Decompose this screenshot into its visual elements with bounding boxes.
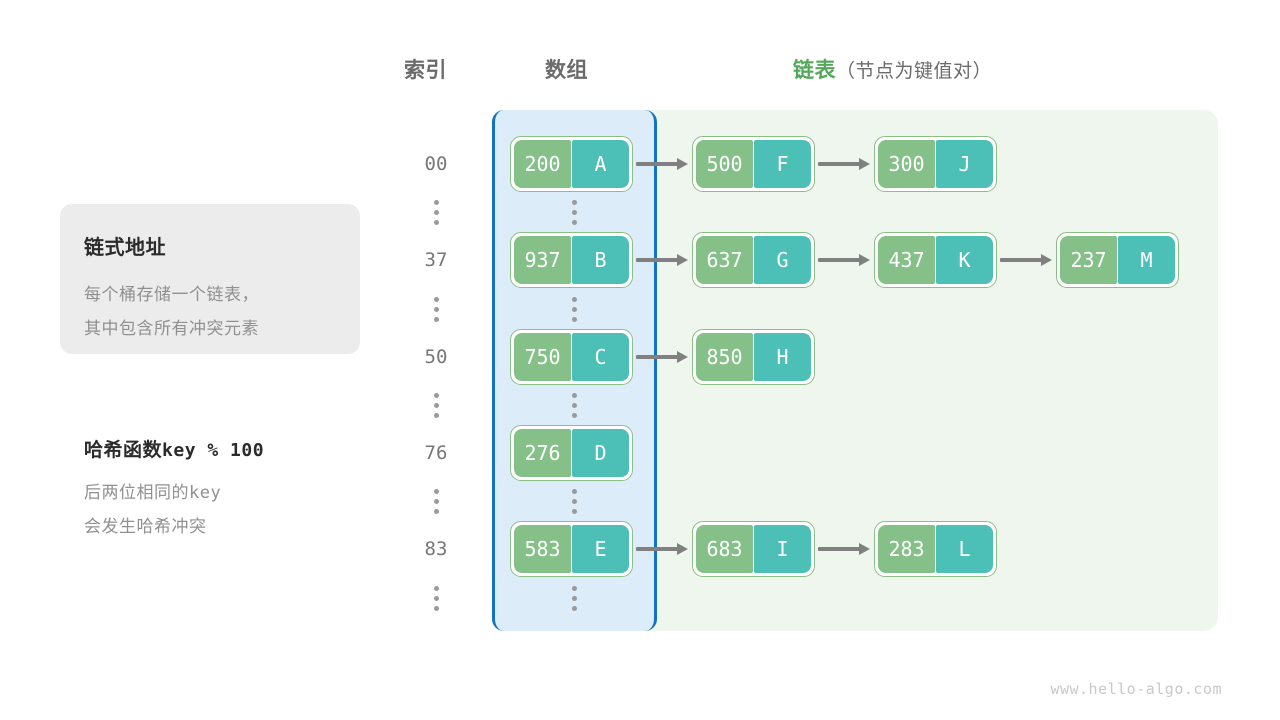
vertical-ellipsis-icon	[571, 393, 577, 418]
vertical-ellipsis-icon	[433, 393, 439, 418]
node-value: G	[754, 236, 811, 284]
vertical-ellipsis-icon	[571, 297, 577, 322]
node-value: E	[572, 525, 629, 573]
index-label-00: 00	[424, 153, 448, 175]
hash-function-title: 哈希函数key % 100	[84, 435, 264, 462]
next-pointer-arrow	[818, 158, 870, 170]
next-pointer-arrow	[636, 254, 688, 266]
hash-function-line-2: 会发生哈希冲突	[84, 517, 207, 536]
next-pointer-arrow	[636, 158, 688, 170]
annotation-card-chaining: 链式地址 每个桶存储一个链表， 其中包含所有冲突元素	[60, 204, 360, 354]
next-pointer-arrow	[636, 543, 688, 555]
node-value: K	[936, 236, 993, 284]
vertical-ellipsis-icon	[433, 297, 439, 322]
node-key: 683	[696, 525, 753, 573]
next-pointer-arrow	[818, 543, 870, 555]
column-heading-index: 索引	[404, 59, 447, 82]
node-key: 750	[514, 333, 571, 381]
node-value: J	[936, 140, 993, 188]
hash-function-label: 哈希函数	[84, 440, 163, 461]
vertical-ellipsis-icon	[571, 489, 577, 514]
node-key: 276	[514, 429, 571, 477]
node-value: L	[936, 525, 993, 573]
hash-function-line-1-mono: key	[189, 483, 222, 503]
next-pointer-arrow	[1000, 254, 1052, 266]
linked-list-label: 链表	[793, 59, 836, 82]
node-key: 637	[696, 236, 753, 284]
column-heading-linked-list: 链表（节点为键值对）	[793, 54, 992, 84]
node-value: A	[572, 140, 629, 188]
column-heading-array: 数组	[545, 59, 588, 82]
node-key: 237	[1060, 236, 1117, 284]
index-label-37: 37	[424, 249, 448, 271]
next-pointer-arrow	[636, 351, 688, 363]
watermark: www.hello-algo.com	[1050, 680, 1222, 698]
node-value: B	[572, 236, 629, 284]
node-key: 300	[878, 140, 935, 188]
vertical-ellipsis-icon	[433, 586, 439, 611]
hash-function-expression: key % 100	[162, 440, 265, 461]
vertical-ellipsis-icon	[433, 489, 439, 514]
vertical-ellipsis-icon	[433, 200, 439, 225]
node-value: F	[754, 140, 811, 188]
annotation-card-title: 链式地址	[84, 237, 166, 259]
vertical-ellipsis-icon	[571, 200, 577, 225]
node-value: C	[572, 333, 629, 381]
node-key: 937	[514, 236, 571, 284]
node-key: 500	[696, 140, 753, 188]
annotation-card-line-1: 每个桶存储一个链表，	[84, 285, 259, 304]
node-key: 200	[514, 140, 571, 188]
index-label-76: 76	[424, 442, 448, 464]
next-pointer-arrow	[818, 254, 870, 266]
node-value: H	[754, 333, 811, 381]
linked-list-sublabel: （节点为键值对）	[836, 61, 993, 82]
index-label-83: 83	[424, 538, 448, 560]
node-value: I	[754, 525, 811, 573]
annotation-card-line-2: 其中包含所有冲突元素	[84, 319, 259, 338]
vertical-ellipsis-icon	[571, 586, 577, 611]
node-value: D	[572, 429, 629, 477]
node-value: M	[1118, 236, 1175, 284]
index-label-50: 50	[424, 346, 448, 368]
annotation-hash-function: 哈希函数key % 100 后两位相同的key 会发生哈希冲突	[84, 435, 264, 537]
node-key: 283	[878, 525, 935, 573]
hash-function-line-1: 后两位相同的key	[84, 478, 264, 503]
node-key: 583	[514, 525, 571, 573]
node-key: 850	[696, 333, 753, 381]
hash-function-line-1-prefix: 后两位相同的	[84, 483, 189, 502]
node-key: 437	[878, 236, 935, 284]
